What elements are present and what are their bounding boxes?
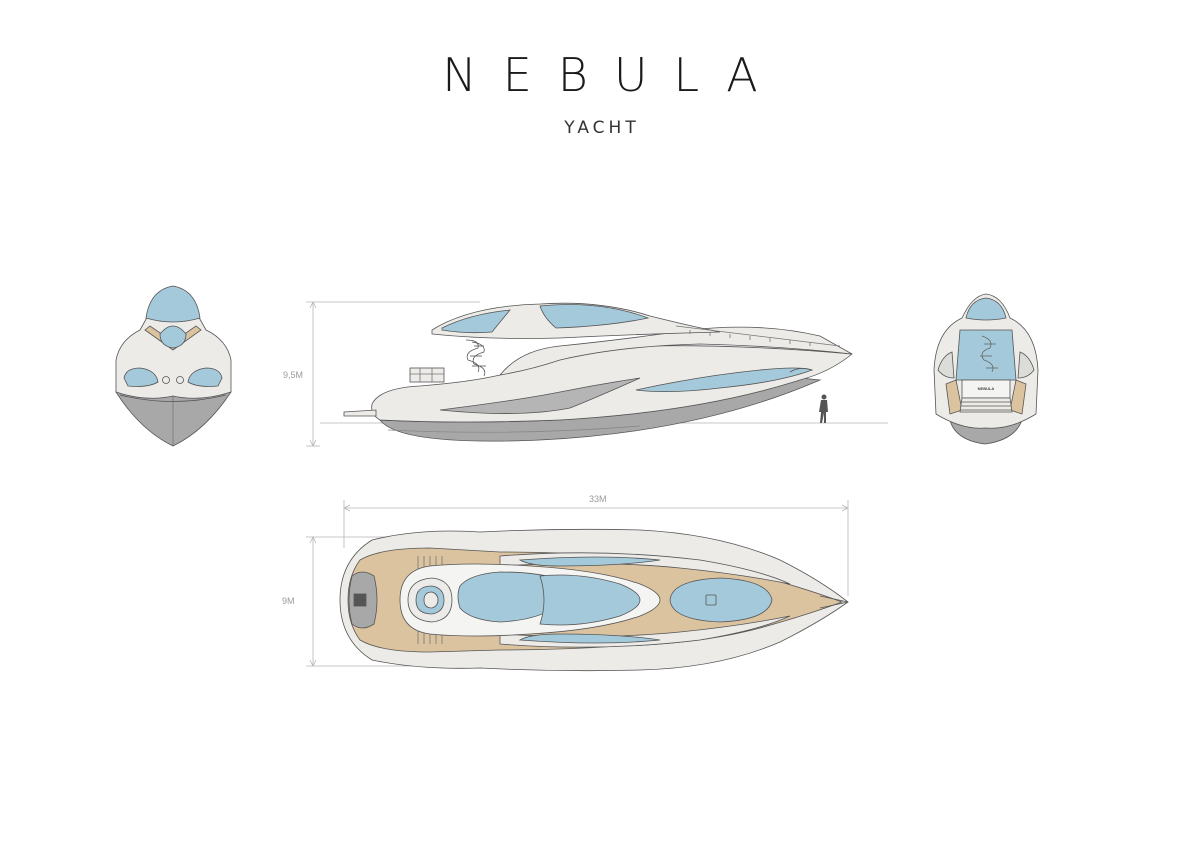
rear-roof-glass (965, 297, 1007, 321)
roof-glass-rear (441, 309, 511, 334)
top-glass-lower-strip (518, 633, 661, 644)
side-stripe (439, 377, 641, 414)
side-view: 9,5M (283, 301, 888, 447)
front-window-left (123, 367, 159, 387)
spiral-staircase (465, 339, 486, 377)
person-scale-figure (819, 394, 828, 423)
beam-label: 9M (282, 596, 295, 606)
top-hatch (705, 594, 717, 606)
front-window-right (187, 367, 223, 387)
top-view: 33M 9M (282, 494, 849, 672)
aft-deck-furniture (409, 367, 445, 383)
length-dimension (343, 500, 849, 596)
subtitle: YACHT (564, 118, 640, 138)
top-foredeck-glass (669, 577, 773, 623)
swim-platform (343, 409, 377, 417)
top-glass-upper-strip (518, 556, 661, 567)
title: NEBULA (442, 48, 784, 102)
superstructure (499, 326, 853, 376)
stern-logo: NEBULA (978, 386, 995, 391)
top-roof-glass (539, 574, 641, 626)
front-cockpit-glass (159, 325, 187, 349)
rear-staircase (980, 335, 998, 373)
height-dimension (306, 301, 480, 447)
bow-rail (675, 325, 841, 347)
front-view (115, 285, 232, 447)
front-canopy (145, 285, 201, 323)
stern-steps (959, 397, 1013, 413)
roof-glass-front (539, 304, 650, 329)
rear-view (933, 293, 1039, 445)
height-label: 9,5M (283, 370, 303, 380)
length-label: 33M (589, 494, 607, 504)
front-hull-lower (115, 391, 232, 447)
